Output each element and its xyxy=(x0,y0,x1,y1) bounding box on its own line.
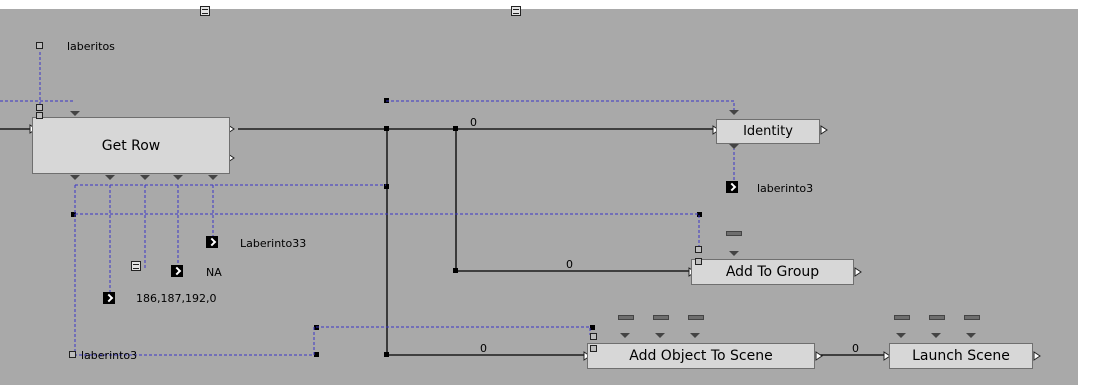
pin-square[interactable] xyxy=(590,345,597,352)
var-label-laberitos: laberitos xyxy=(67,40,115,53)
link-delay-label: 0 xyxy=(480,342,487,355)
pin-square[interactable] xyxy=(69,351,76,358)
schematic-canvas[interactable] xyxy=(0,9,1078,385)
param-bar[interactable] xyxy=(894,315,910,320)
pin-square[interactable] xyxy=(36,42,43,49)
note-icon[interactable] xyxy=(131,261,141,271)
var-label-na: NA xyxy=(206,266,222,279)
variable-icon[interactable] xyxy=(206,236,218,248)
get-row-block[interactable]: Get Row xyxy=(32,117,230,174)
link-delay-label: 0 xyxy=(566,258,573,271)
link-delay-label: 0 xyxy=(470,116,477,129)
pin-square[interactable] xyxy=(695,258,702,265)
link-delay-label: 0 xyxy=(852,342,859,355)
var-label-laberinto3: laberinto3 xyxy=(757,182,814,195)
var-label-laberinto33: Laberinto33 xyxy=(240,237,307,250)
param-bar[interactable] xyxy=(688,315,704,320)
pin-square[interactable] xyxy=(36,104,43,111)
add-object-to-scene-block[interactable]: Add Object To Scene xyxy=(587,343,815,369)
pin-square[interactable] xyxy=(36,112,43,119)
identity-label: Identity xyxy=(743,124,793,139)
get-row-label: Get Row xyxy=(101,137,161,154)
variable-icon[interactable] xyxy=(103,292,115,304)
add-object-to-scene-label: Add Object To Scene xyxy=(629,348,773,364)
pin-square[interactable] xyxy=(695,246,702,253)
launch-scene-block[interactable]: Launch Scene xyxy=(889,343,1033,369)
note-icon[interactable] xyxy=(200,6,210,16)
var-label-color: 186,187,192,0 xyxy=(136,292,217,305)
param-bar[interactable] xyxy=(929,315,945,320)
variable-icon[interactable] xyxy=(171,265,183,277)
param-bar[interactable] xyxy=(653,315,669,320)
pin-square[interactable] xyxy=(590,333,597,340)
flow-link-scene xyxy=(386,129,586,356)
param-bar[interactable] xyxy=(726,231,742,236)
var-label-laberinto3-bottom: laberinto3 xyxy=(81,349,138,362)
note-icon[interactable] xyxy=(511,6,521,16)
param-bar[interactable] xyxy=(964,315,980,320)
variable-icon[interactable] xyxy=(726,181,738,193)
param-bar[interactable] xyxy=(618,315,634,320)
add-to-group-block[interactable]: Add To Group xyxy=(691,259,854,285)
identity-block[interactable]: Identity xyxy=(716,119,820,144)
flow-link-group xyxy=(455,129,691,272)
launch-scene-label: Launch Scene xyxy=(912,348,1010,364)
add-to-group-label: Add To Group xyxy=(725,264,820,280)
